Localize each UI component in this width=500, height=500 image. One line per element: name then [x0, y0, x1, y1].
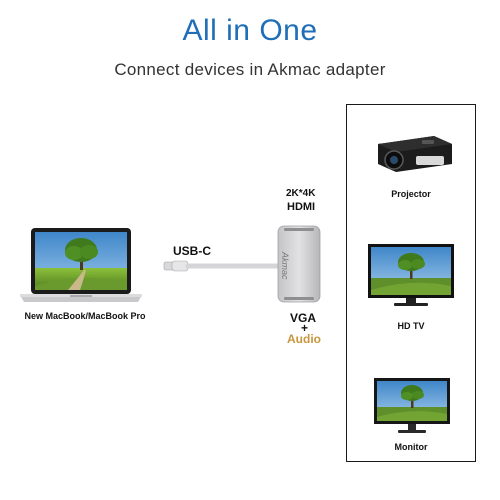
page-subtitle: Connect devices in Akmac adapter	[114, 60, 386, 79]
audio-label: Audio	[287, 332, 321, 346]
vga-label: VGA	[290, 311, 317, 325]
adapter-brand: Akmac	[280, 252, 290, 280]
laptop-icon	[20, 228, 142, 302]
usb-c-label: USB-C	[173, 244, 211, 258]
plus-label: +	[301, 321, 309, 335]
projector-illustration	[372, 130, 458, 176]
projector-caption: Projector	[391, 189, 431, 199]
page-title: All in One	[182, 14, 318, 47]
adapter-illustration	[160, 224, 340, 304]
tv-caption: HD TV	[397, 321, 425, 331]
adapter-icon	[163, 225, 321, 303]
laptop-illustration	[18, 226, 144, 308]
laptop-caption: New MacBook/MacBook Pro	[24, 311, 146, 321]
monitor-caption: Monitor	[394, 442, 428, 452]
tv-icon	[368, 244, 454, 306]
monitor-icon	[374, 378, 450, 433]
hdmi-resolution-label: 2K*4K	[286, 188, 316, 199]
monitor-illustration	[372, 376, 452, 436]
tv-illustration	[366, 242, 456, 308]
projector-icon	[378, 136, 452, 172]
hdmi-label: HDMI	[287, 201, 316, 213]
